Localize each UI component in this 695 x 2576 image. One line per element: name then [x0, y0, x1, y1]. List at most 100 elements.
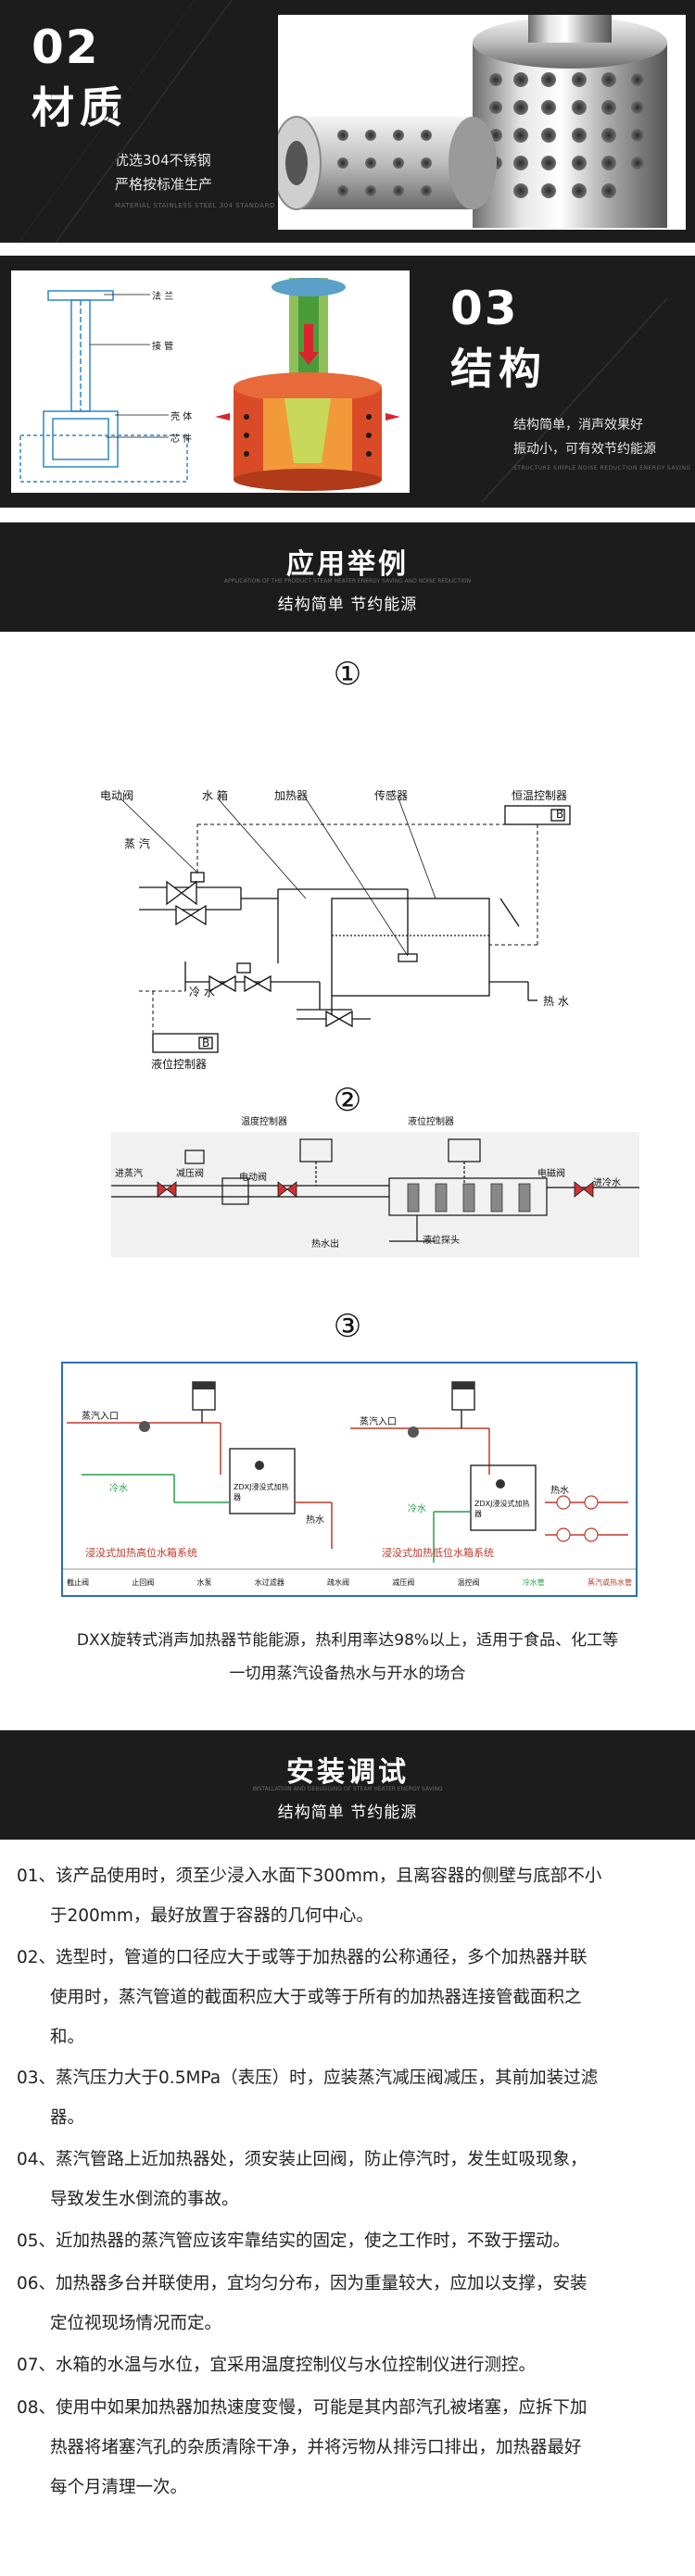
- install-title: 安装调试: [286, 1756, 409, 1789]
- label-core: 芯 件: [171, 434, 193, 445]
- d3-label-heater-a: ZDXJ浸没式加热器: [234, 1483, 289, 1502]
- install-item-7: 07、水箱的水温与水位，宜采用温度控制仪与水位控制仪进行测控。: [17, 2345, 678, 2385]
- d3-legend-item: 温控阀: [457, 1577, 480, 1587]
- diagram-1-number: ①: [333, 656, 362, 693]
- install-tiny-text: INSTALLATION AND DEBUGGING OF STEAM HEAT…: [252, 1786, 443, 1792]
- install-line: 使用时，蒸汽管道的截面积应大于或等于所有的加热器连接管截面积之: [50, 1988, 582, 2007]
- d3-label-heater-b: ZDXJ浸没式加热器: [474, 1500, 530, 1518]
- d2-label-level: 液位控制器: [408, 1117, 454, 1127]
- structure-tiny-text: STRUCTURE SIMPLE NOISE REDUCTION ENERGY …: [513, 465, 691, 471]
- d1-label-b2: B: [202, 1037, 210, 1049]
- material-number: 02: [32, 20, 100, 74]
- d2-label-hot-out: 热水出: [311, 1239, 339, 1250]
- structure-desc-1: 结构简单，消声效果好: [513, 418, 643, 433]
- diagram-3-number: ③: [333, 1308, 362, 1345]
- diagram-2-lines: [111, 1138, 639, 1242]
- install-item-5: 05、近加热器的蒸汽管应该牢靠结实的固定，使之工作时，不致于摆动。: [17, 2221, 678, 2261]
- d1-label-steam: 蒸 汽: [124, 837, 150, 850]
- d3-legend-item: 止回阀: [132, 1577, 155, 1587]
- install-subtitle: 结构简单 节约能源: [277, 1803, 418, 1822]
- d1-label-tank: 水 箱: [202, 789, 228, 802]
- install-line: 02、选型时，管道的口径应大于或等于加热器的公称通径，多个加热器并联: [17, 1948, 588, 1967]
- d3-legend-item: 水泵: [196, 1577, 212, 1587]
- d3-legend-item: 水过滤器: [254, 1577, 284, 1587]
- d1-label-sensor: 传感器: [374, 789, 409, 802]
- install-line: 导致发生水倒流的事故。: [50, 2190, 239, 2209]
- label-shell: 壳 体: [171, 412, 193, 422]
- install-line: 03、蒸汽压力大于0.5MPa（表压）时，应装蒸汽减压阀减压，其前加装过滤: [17, 2068, 599, 2088]
- application-caption-2: 一切用蒸汽设备热水与开水的场合: [229, 1665, 466, 1683]
- install-line: 01、该产品使用时，须至少浸入水面下300mm，且离容器的侧壁与底部不小: [17, 1866, 602, 1886]
- diagram-2-number: ②: [333, 1082, 362, 1119]
- structure-panel: 法 兰 接 管 壳 体 芯 件: [11, 270, 410, 493]
- d1-label-heater: 加热器: [274, 789, 309, 802]
- material-stripes: [18, 0, 233, 243]
- install-line: 热器将堵塞汽孔的杂质清除干净，并将污物从排污口排出，加热器最好: [50, 2438, 582, 2457]
- diagram-1-lines: [120, 798, 571, 1053]
- d1-label-hot: 热 水: [543, 995, 569, 1008]
- install-line: 07、水箱的水温与水位，宜采用温度控制仪与水位控制仪进行测控。: [17, 2356, 537, 2375]
- application-tiny-text: APPLICATION OF THE PRODUCT STEAM HEATER …: [223, 578, 472, 584]
- structure-title: 结构: [450, 344, 547, 394]
- d3-label-hot-a: 热水: [306, 1515, 324, 1526]
- d1-label-controller: 恒温控制器: [512, 789, 568, 802]
- d1-label-valve: 电动阀: [100, 789, 134, 802]
- material-desc-2: 严格按标准生产: [115, 176, 213, 193]
- install-item-1: 01、该产品使用时，须至少浸入水面下300mm，且离容器的侧壁与底部不小 于20…: [17, 1856, 678, 1936]
- structure-drawing: [19, 290, 188, 483]
- d2-label-valve: 电动阀: [239, 1173, 267, 1183]
- d1-label-cold: 冷 水: [189, 986, 215, 999]
- d3-title-b: 浸没式加热低位水箱系统: [382, 1547, 494, 1559]
- install-line: 于200mm，最好放置于容器的几何中心。: [50, 1906, 373, 1926]
- material-section: 02 材质 优选304不锈钢 严格按标准生产 MATERIAL STAINLES…: [0, 0, 695, 243]
- d2-label-solenoid: 电磁阀: [537, 1169, 565, 1179]
- d3-title-a: 浸没式加热高位水箱系统: [85, 1547, 197, 1559]
- d3-label-hot-b: 热水: [550, 1486, 569, 1496]
- install-line: 06、加热器多台并联使用，宜均匀分布，因为重量较大，应加以支撑，安装: [17, 2274, 588, 2293]
- structure-cutaway: [215, 278, 400, 491]
- application-header: 应用举例 APPLICATION OF THE PRODUCT STEAM HE…: [0, 522, 695, 632]
- install-line: 每个月清理一次。: [50, 2478, 188, 2497]
- diagram-3-lines: [63, 1381, 636, 1570]
- install-item-4: 04、蒸汽管路上近加热器处，须安装止回阀，防止停汽时，发生虹吸现象， 导致发生水…: [17, 2140, 678, 2219]
- structure-desc-2: 振动小，可有效节约能源: [513, 442, 656, 457]
- install-line: 04、蒸汽管路上近加热器处，须安装止回阀，防止停汽时，发生虹吸现象，: [17, 2150, 588, 2169]
- application-title: 应用举例: [286, 548, 409, 581]
- d3-legend-item: 疏水阀: [327, 1577, 349, 1587]
- install-header: 安装调试 INSTALLATION AND DEBUGGING OF STEAM…: [0, 1730, 695, 1840]
- d3-legend-item: 蒸汽或热水管: [588, 1577, 632, 1587]
- diagram-1: 电动阀 水 箱 加热器 传感器 恒温控制器 B 蒸 汽 冷 水 热 水 液位控制…: [0, 713, 695, 1084]
- structure-number: 03: [450, 282, 519, 335]
- d2-label-temp: 温度控制器: [241, 1117, 287, 1127]
- d2-label-reducer: 减压阀: [176, 1169, 204, 1179]
- install-item-2: 02、选型时，管道的口径应大于或等于加热器的公称通径，多个加热器并联 使用时，蒸…: [17, 1938, 678, 2057]
- d3-label-steam-in-b: 蒸汽入口: [360, 1417, 397, 1427]
- install-line: 05、近加热器的蒸汽管应该牢靠结实的固定，使之工作时，不致于摆动。: [17, 2231, 571, 2251]
- stainless-heater-photo: [278, 15, 686, 230]
- install-item-8: 08、使用中如果加热器加热速度变慢，可能是其内部汽孔被堵塞，应拆下加 热器将堵塞…: [17, 2388, 678, 2507]
- diagram-2: 温度控制器 液位控制器 进蒸汽 减压阀 电动阀 电磁阀 进冷水 热水出 液位探头: [111, 1117, 639, 1257]
- diagram-3: 蒸汽入口 蒸汽入口 冷水 热水 冷水 热水 ZDXJ浸没式加热器 ZDXJ浸没式…: [61, 1362, 638, 1597]
- install-item-6: 06、加热器多台并联使用，宜均匀分布，因为重量较大，应加以支撑，安装 定位视现场…: [17, 2264, 678, 2344]
- label-flange: 法 兰: [152, 292, 174, 302]
- d1-label-level: 液位控制器: [151, 1058, 208, 1071]
- material-tiny-text: MATERIAL STAINLESS STEEL 304 STANDARD PR…: [115, 202, 326, 209]
- application-subtitle: 结构简单 节约能源: [277, 596, 418, 614]
- install-line: 08、使用中如果加热器加热速度变慢，可能是其内部汽孔被堵塞，应拆下加: [17, 2398, 588, 2418]
- application-caption-1: DXX旋转式消声加热器节能能源，热利用率达98%以上，适用于食品、化工等: [76, 1631, 619, 1650]
- d3-legend-item: 截止阀: [67, 1577, 89, 1587]
- d3-legend: 截止阀 止回阀 水泵 水过滤器 疏水阀 减压阀 温控阀 冷水管 蒸汽或热水管: [67, 1573, 632, 1591]
- d3-label-cold-a: 冷水: [109, 1484, 128, 1494]
- material-title: 材质: [32, 82, 128, 132]
- install-line: 器。: [50, 2108, 85, 2128]
- d2-label-steam-in: 进蒸汽: [115, 1169, 143, 1179]
- d3-legend-item: 减压阀: [392, 1577, 415, 1587]
- d3-legend-item: 冷水管: [522, 1577, 545, 1587]
- install-line: 和。: [50, 2028, 85, 2047]
- structure-stripes: [481, 298, 668, 503]
- install-item-3: 03、蒸汽压力大于0.5MPa（表压）时，应装蒸汽减压阀减压，其前加装过滤 器。: [17, 2058, 678, 2138]
- structure-section: 法 兰 接 管 壳 体 芯 件 03 结构 结构简单，消声效果好 振动小，可有效…: [0, 243, 695, 522]
- d2-label-cold-in: 进冷水: [593, 1178, 621, 1188]
- install-line: 定位视现场情况而定。: [50, 2314, 222, 2333]
- d3-label-cold-b: 冷水: [408, 1504, 426, 1514]
